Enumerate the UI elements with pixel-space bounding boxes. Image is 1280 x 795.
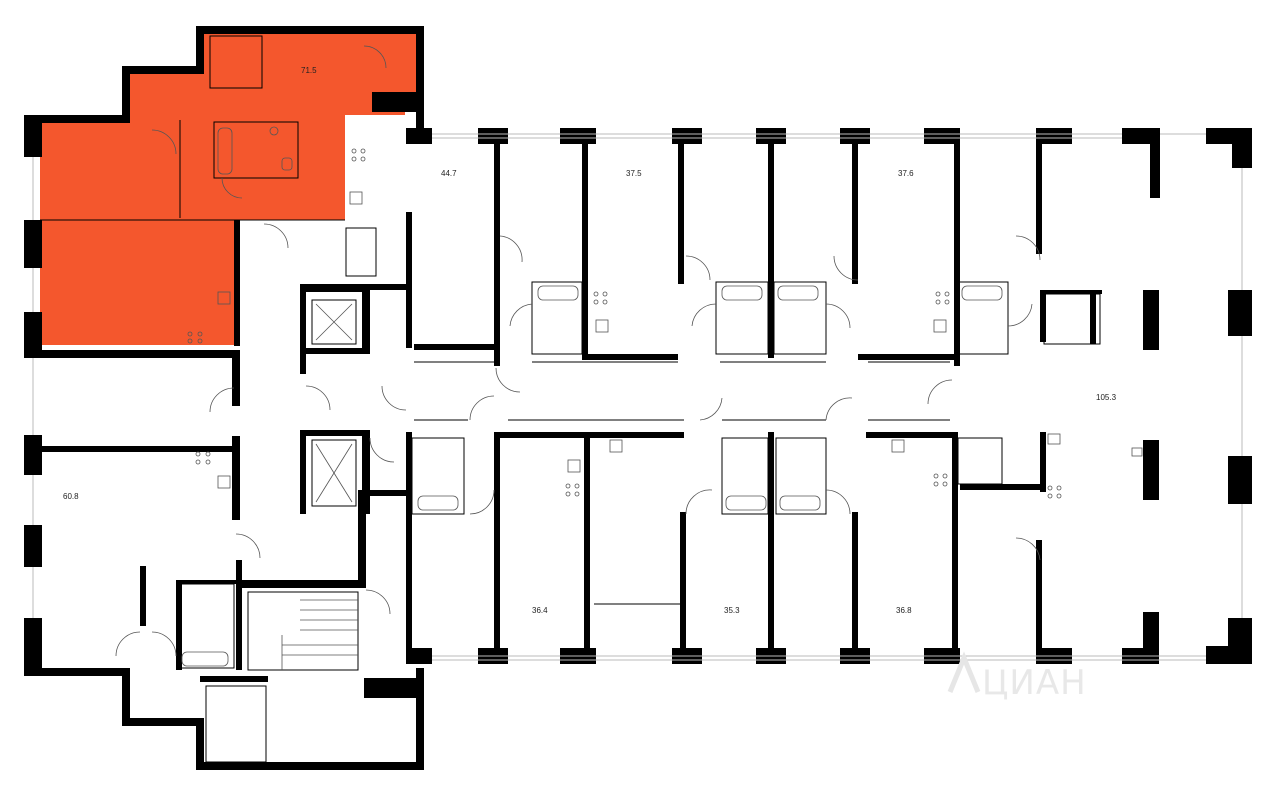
staircase [247, 591, 359, 671]
doors [115, 45, 1041, 657]
unit-71-5-highlight[interactable] [40, 34, 420, 345]
exterior-walls [24, 26, 1252, 770]
area-label-60-8: 60.8 [63, 492, 79, 501]
watermark: ЦИАН [947, 651, 1087, 703]
area-label-37-5: 37.5 [626, 169, 642, 178]
area-label-71-5: 71.5 [301, 66, 317, 75]
area-label-44-7: 44.7 [441, 169, 457, 178]
interior-walls [140, 144, 1102, 682]
watermark-text: ЦИАН [982, 663, 1087, 703]
cian-logo-icon [947, 651, 981, 693]
fixtures [40, 35, 1143, 763]
area-label-105-3: 105.3 [1096, 393, 1117, 402]
area-label-35-3: 35.3 [724, 606, 740, 615]
area-labels: 71.5 44.7 37.5 37.6 105.3 60.8 36.4 35.3… [63, 66, 1117, 615]
area-label-36-4: 36.4 [532, 606, 548, 615]
area-label-37-6: 37.6 [898, 169, 914, 178]
area-label-36-8: 36.8 [896, 606, 912, 615]
